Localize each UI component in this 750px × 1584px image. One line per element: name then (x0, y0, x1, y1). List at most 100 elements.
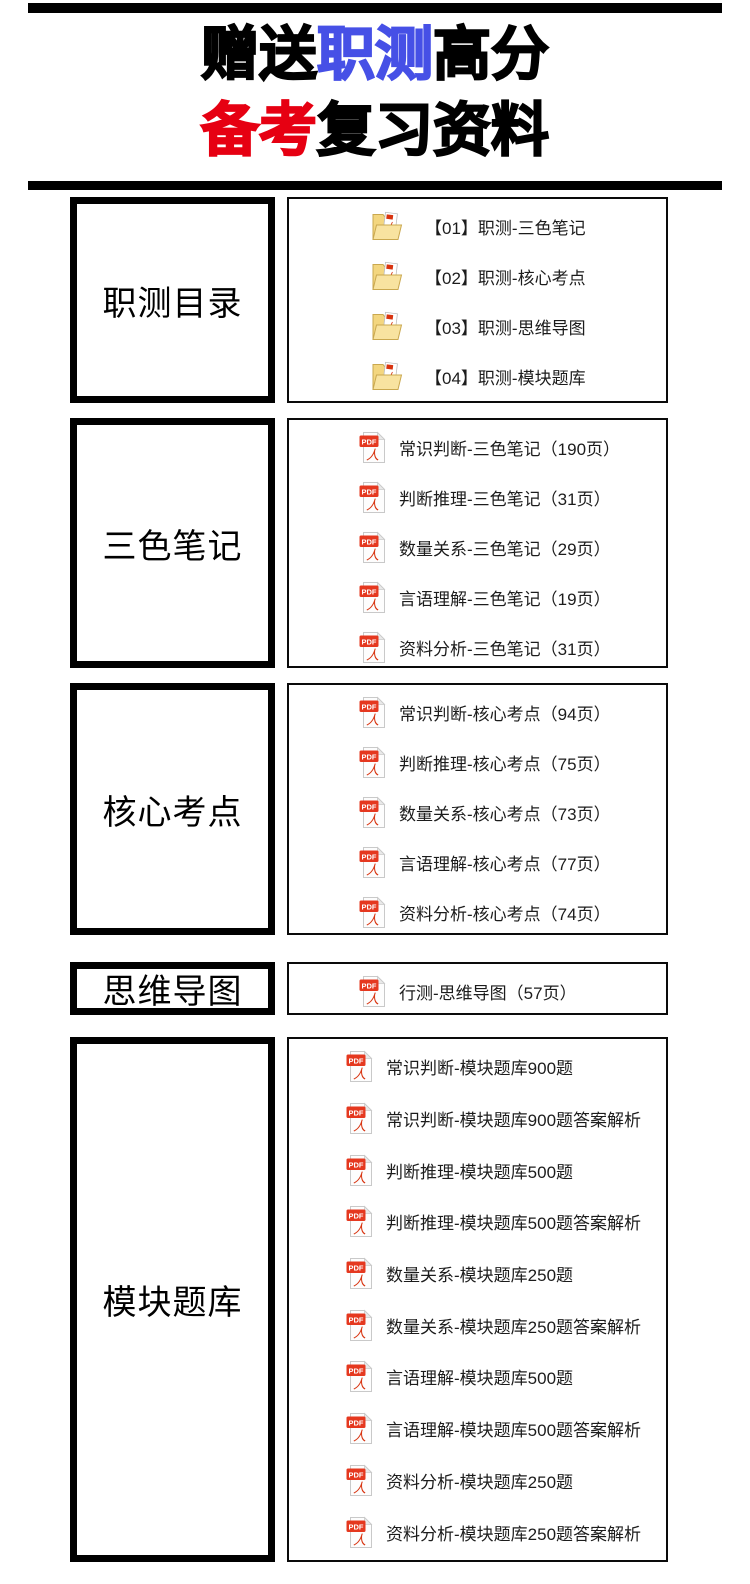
svg-text:人: 人 (366, 497, 379, 512)
svg-text:PDF: PDF (362, 587, 377, 596)
file-name: 言语理解-三色笔记（19页） (399, 589, 611, 609)
pdf-file-icon: PDF 人 (346, 1050, 373, 1083)
top-accent-bar (28, 3, 722, 13)
section-label: 职测目录 (102, 285, 243, 323)
file-item: PDF 人 数量关系-三色笔记（29页） (289, 522, 666, 572)
file-item: PDF 人 资料分析-模块题库250题答案解析 (289, 1507, 666, 1557)
pdf-folder-icon: 人 (371, 311, 403, 342)
section-label: 模块题库 (102, 1285, 243, 1322)
file-item: PDF 人 行测-思维导图（57页） (289, 966, 666, 1016)
svg-text:PDF: PDF (362, 702, 377, 711)
pdf-file-icon: PDF 人 (359, 531, 386, 564)
title-segment: 高分 (432, 21, 550, 88)
title-line-1: 赠送职测高分 (0, 17, 750, 93)
file-name: 资料分析-三色笔记（31页） (399, 639, 611, 659)
pdf-file-icon: PDF 人 (346, 1360, 373, 1393)
svg-text:PDF: PDF (362, 537, 377, 546)
svg-text:人: 人 (366, 712, 379, 727)
section-label-box: 核心考点 (70, 683, 275, 935)
svg-text:PDF: PDF (362, 902, 377, 911)
file-list: PDF 人 常识判断-核心考点（94页） PDF 人 判断推理-核心考点（75页… (287, 683, 668, 935)
pdf-file-icon: PDF 人 (346, 1412, 373, 1445)
svg-text:PDF: PDF (349, 1470, 364, 1479)
pdf-file-icon: PDF 人 (359, 631, 386, 664)
svg-text:PDF: PDF (362, 487, 377, 496)
svg-text:PDF: PDF (362, 752, 377, 761)
file-item: PDF 人 数量关系-模块题库250题 (289, 1249, 666, 1299)
svg-text:PDF: PDF (349, 1315, 364, 1324)
file-name: 判断推理-模块题库500题 (386, 1162, 574, 1182)
file-name: 言语理解-模块题库500题 (386, 1369, 574, 1389)
svg-text:人: 人 (353, 1480, 366, 1495)
pdf-file-icon: PDF 人 (359, 896, 386, 929)
file-item: PDF 人 数量关系-模块题库250题答案解析 (289, 1300, 666, 1350)
svg-text:人: 人 (353, 1119, 366, 1134)
svg-text:PDF: PDF (362, 802, 377, 811)
section-row: 思维导图 PDF 人 行测-思维导图（57页） (70, 962, 668, 1015)
file-item: PDF 人 言语理解-核心考点（77页） (289, 837, 666, 887)
poster: 赠送职测高分 备考复习资料 职测目录 人 【01】职测-三色笔记 (0, 3, 750, 1562)
file-name: 常识判断-核心考点（94页） (399, 704, 611, 724)
svg-text:人: 人 (366, 812, 379, 827)
file-name: 数量关系-三色笔记（29页） (399, 539, 611, 559)
file-item: PDF 人 资料分析-核心考点（74页） (289, 887, 666, 937)
pdf-file-icon: PDF 人 (346, 1205, 373, 1238)
section-label-box: 模块题库 (70, 1037, 275, 1562)
pdf-file-icon: PDF 人 (359, 975, 386, 1008)
section-row: 三色笔记 PDF 人 常识判断-三色笔记（190页） PDF 人 判断推理- (70, 418, 668, 668)
file-item: PDF 人 常识判断-模块题库900题 (289, 1042, 666, 1092)
svg-text:人: 人 (366, 597, 379, 612)
file-list: 人 【01】职测-三色笔记 人 【02】职测-核心考点 (287, 197, 668, 403)
section-label-box: 职测目录 (70, 197, 275, 403)
file-item: PDF 人 常识判断-模块题库900题答案解析 (289, 1094, 666, 1144)
file-name: 数量关系-模块题库250题 (386, 1266, 574, 1286)
file-name: 资料分析-模块题库250题 (386, 1472, 574, 1492)
pdf-file-icon: PDF 人 (346, 1257, 373, 1290)
file-list: PDF 人 常识判断-三色笔记（190页） PDF 人 判断推理-三色笔记（31… (287, 418, 668, 668)
pdf-file-icon: PDF 人 (346, 1154, 373, 1187)
file-item: PDF 人 常识判断-核心考点（94页） (289, 687, 666, 737)
pdf-folder-icon: 人 (371, 261, 403, 292)
divider-line (28, 181, 722, 190)
section-label-box: 三色笔记 (70, 418, 275, 668)
pdf-folder-icon: 人 (371, 361, 403, 392)
file-name: 常识判断-三色笔记（190页） (399, 439, 621, 459)
title-segment: 备考 (200, 97, 318, 164)
svg-text:PDF: PDF (349, 1367, 364, 1376)
svg-text:人: 人 (353, 1429, 366, 1444)
svg-text:人: 人 (366, 762, 379, 777)
section-label: 核心考点 (102, 794, 243, 832)
svg-text:PDF: PDF (349, 1212, 364, 1221)
svg-text:PDF: PDF (362, 637, 377, 646)
pdf-file-icon: PDF 人 (346, 1516, 373, 1549)
file-item: PDF 人 常识判断-三色笔记（190页） (289, 422, 666, 472)
pdf-file-icon: PDF 人 (359, 696, 386, 729)
svg-text:人: 人 (366, 447, 379, 462)
svg-text:PDF: PDF (362, 981, 377, 990)
section-row: 模块题库 PDF 人 常识判断-模块题库900题 PDF 人 常识判断-模块 (70, 1037, 668, 1562)
file-name: 常识判断-模块题库900题答案解析 (386, 1111, 642, 1131)
file-name: 判断推理-核心考点（75页） (399, 754, 611, 774)
file-item: PDF 人 言语理解-模块题库500题答案解析 (289, 1404, 666, 1454)
svg-text:人: 人 (366, 991, 379, 1006)
pdf-file-icon: PDF 人 (359, 846, 386, 879)
file-item: 人 【01】职测-三色笔记 (289, 201, 666, 251)
svg-text:人: 人 (366, 547, 379, 562)
file-item: 人 【02】职测-核心考点 (289, 251, 666, 301)
pdf-file-icon: PDF 人 (359, 796, 386, 829)
file-name: 行测-思维导图（57页） (399, 983, 577, 1003)
file-name: 数量关系-核心考点（73页） (399, 804, 611, 824)
file-item: PDF 人 资料分析-模块题库250题 (289, 1455, 666, 1505)
pdf-file-icon: PDF 人 (359, 581, 386, 614)
file-name: 【04】职测-模块题库 (425, 368, 586, 388)
file-item: PDF 人 判断推理-模块题库500题 (289, 1145, 666, 1195)
file-name: 资料分析-核心考点（74页） (399, 904, 611, 924)
file-list: PDF 人 行测-思维导图（57页） (287, 962, 668, 1015)
svg-text:人: 人 (353, 1170, 366, 1185)
svg-text:人: 人 (353, 1532, 366, 1547)
file-name: 【01】职测-三色笔记 (425, 218, 586, 238)
file-item: 人 【04】职测-模块题库 (289, 351, 666, 401)
file-item: PDF 人 判断推理-核心考点（75页） (289, 737, 666, 787)
svg-text:PDF: PDF (349, 1263, 364, 1272)
svg-text:人: 人 (353, 1377, 366, 1392)
